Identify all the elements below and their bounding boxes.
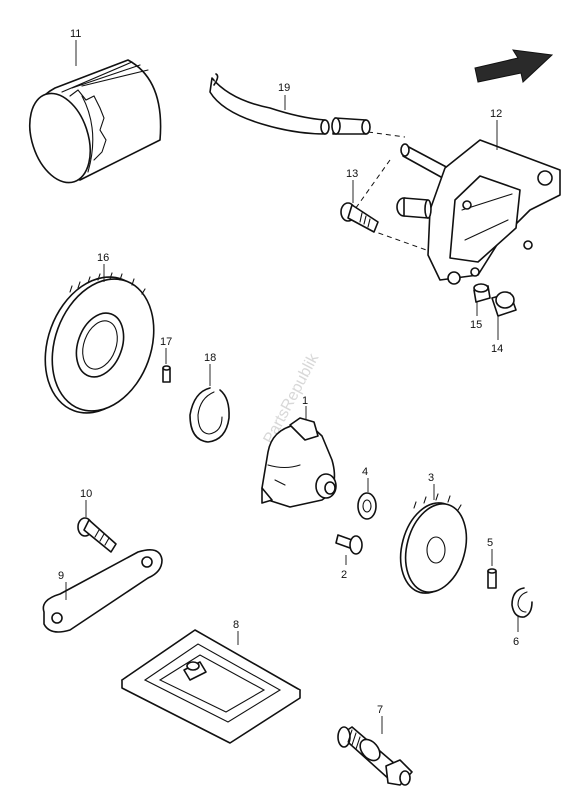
part-11-oil-filter [29, 59, 162, 184]
callout-9: 9 [58, 570, 64, 582]
callout-3: 3 [428, 472, 434, 484]
callout-16: 16 [97, 252, 109, 264]
callout-7: 7 [377, 704, 383, 716]
callout-11: 11 [70, 28, 81, 40]
part-5-pin [487, 568, 497, 589]
part-17-pin [162, 365, 171, 383]
callout-18: 18 [204, 352, 216, 364]
callout-5: 5 [487, 537, 493, 549]
direction-arrow-icon [474, 49, 554, 83]
part-8-oil-strainer [121, 629, 301, 744]
part-13-bolt [340, 202, 379, 233]
part-9-cover-plate [42, 549, 163, 633]
part-10-bolt [77, 517, 117, 553]
callout-4: 4 [362, 466, 368, 478]
part-6-circlip [511, 587, 533, 618]
part-4-washer [357, 492, 377, 520]
callout-6: 6 [513, 636, 519, 648]
callout-12: 12 [490, 108, 502, 120]
callout-15: 15 [470, 319, 482, 331]
callout-17: 17 [160, 336, 172, 348]
callout-19: 19 [278, 82, 290, 94]
callout-8: 8 [233, 619, 239, 631]
part-18-circlip [189, 387, 230, 443]
callout-10: 10 [80, 488, 92, 500]
part-16-drive-gear [44, 272, 155, 414]
part-15-collar [473, 283, 491, 303]
part-1-oil-pump [261, 417, 337, 508]
callout-13: 13 [346, 168, 358, 180]
callout-2: 2 [341, 569, 347, 581]
part-14-bushing [491, 291, 517, 317]
part-7-pressure-switch [337, 726, 413, 786]
part-2-screw [335, 534, 363, 555]
part-12-pump-housing [396, 139, 561, 285]
part-3-pump-gear [399, 493, 468, 594]
callout-14: 14 [491, 343, 503, 355]
callout-1: 1 [302, 395, 308, 407]
part-19-hose [209, 73, 371, 135]
